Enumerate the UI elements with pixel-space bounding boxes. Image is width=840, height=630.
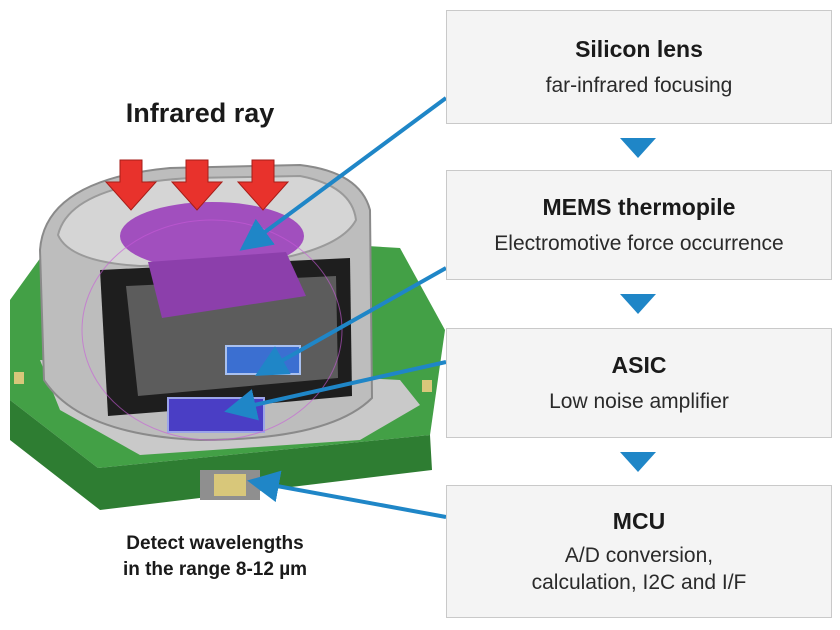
flow-box-desc-line: A/D conversion, <box>564 543 714 567</box>
flow-box-desc: Electromotive force occurrence <box>494 230 783 257</box>
flow-down-arrow-icon <box>620 138 656 158</box>
flow-box-desc-line: far-infrared focusing <box>545 73 733 97</box>
flow-box-title: MCU <box>612 507 666 534</box>
pointer-arrow-icon <box>255 266 447 376</box>
flow-box-desc: Low noise amplifier <box>549 388 729 415</box>
flow-box-title: MEMS thermopile <box>542 193 736 220</box>
infrared-ray-arrow-icon <box>170 159 224 211</box>
flow-box-title: ASIC <box>611 351 667 378</box>
infrared-ray-arrow-icon <box>104 159 158 211</box>
infrared-ray-label: Infrared ray <box>125 98 275 128</box>
pointer-arrow-icon <box>239 96 448 251</box>
flow-box-asic: ASIC Low noise amplifier <box>446 328 832 438</box>
flow-box-desc: A/D conversion, calculation, I2C and I/F <box>532 542 747 597</box>
flow-box-title: Silicon lens <box>575 35 703 62</box>
flow-box-desc: far-infrared focusing <box>546 72 733 99</box>
infrared-ray-arrow-icon <box>236 159 290 211</box>
flow-down-arrow-icon <box>620 294 656 314</box>
flow-box-mems-thermopile: MEMS thermopile Electromotive force occu… <box>446 170 832 280</box>
lens-side-wall <box>148 252 306 318</box>
detect-line-2: in the range 8-12 µm <box>122 558 308 580</box>
flow-box-desc-line: Low noise amplifier <box>549 389 729 413</box>
detect-line-1: Detect wavelengths <box>126 533 304 554</box>
asic-chip <box>167 397 265 433</box>
flow-box-mcu: MCU A/D conversion, calculation, I2C and… <box>446 485 832 618</box>
flow-box-desc-line: calculation, I2C and I/F <box>531 570 747 594</box>
flow-down-arrow-icon <box>620 452 656 472</box>
pcb-board-front-edge <box>10 400 432 510</box>
detect-wavelength-label: Detect wavelengths in the range 8-12 µm <box>80 531 350 582</box>
flow-box-desc-line: Electromotive force occurrence <box>494 231 784 255</box>
pointer-arrow-icon <box>247 470 447 519</box>
pointer-arrow-icon <box>224 360 447 421</box>
flow-box-silicon-lens: Silicon lens far-infrared focusing <box>446 10 832 124</box>
